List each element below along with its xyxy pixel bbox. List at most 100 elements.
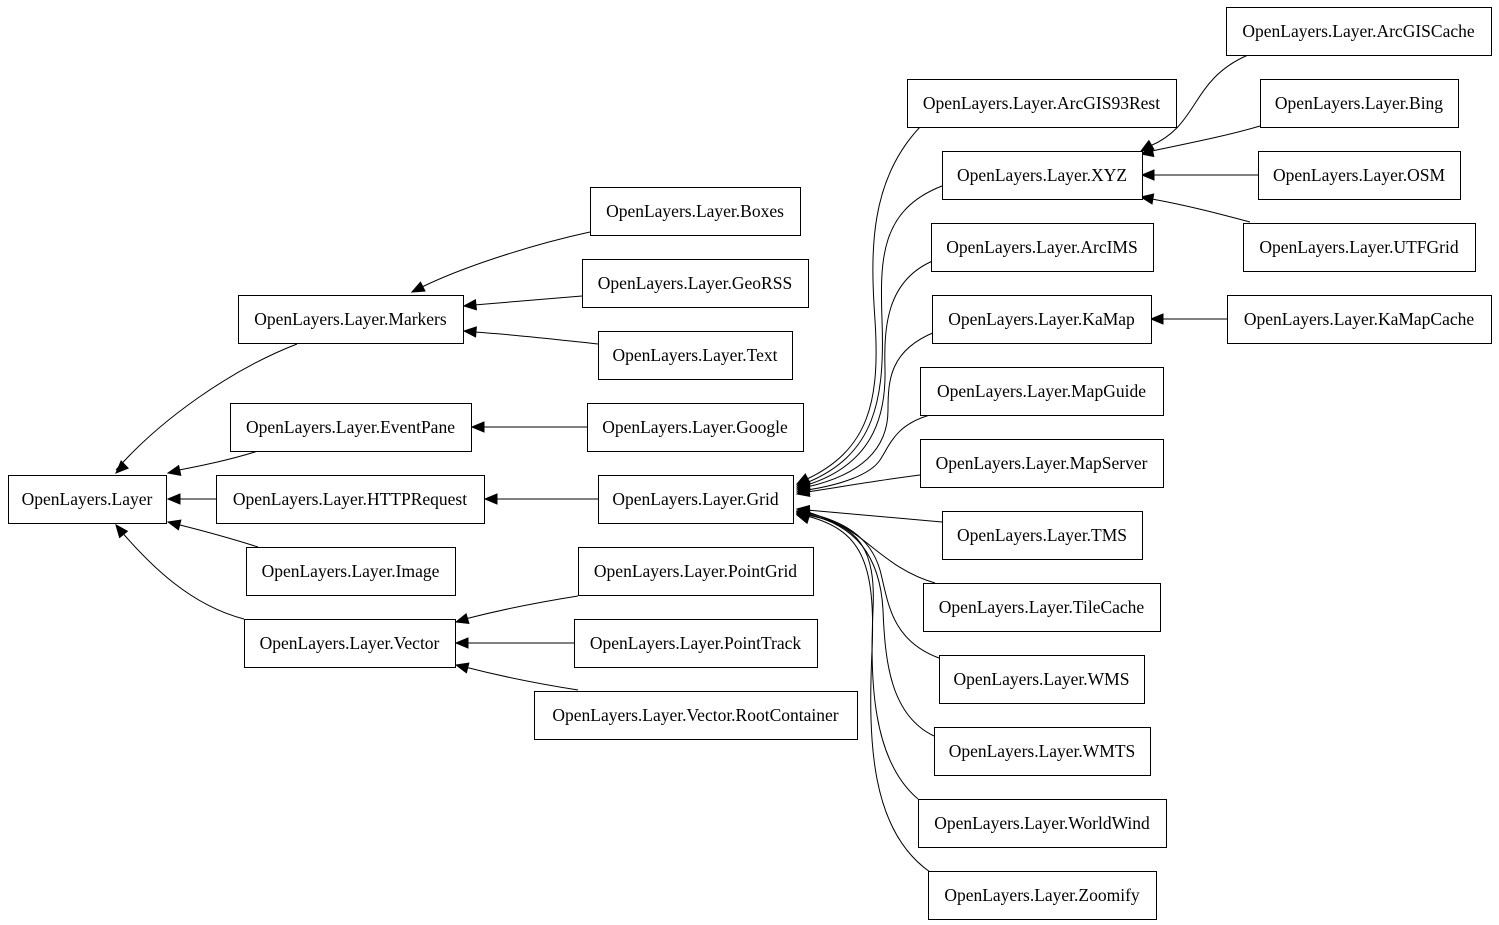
node-box — [934, 727, 1151, 776]
node-label: OpenLayers.Layer.ArcGIS93Rest — [923, 93, 1160, 113]
edge-pointgrid-to-vector — [454, 595, 579, 625]
node-label: OpenLayers.Layer.UTFGrid — [1259, 237, 1458, 257]
edge-kamapcache-to-kamap — [1149, 313, 1227, 325]
nodes-layer: OpenLayers.Layer OpenLayers.Layer.Markers… — [8, 7, 1492, 920]
node-kamapcache: OpenLayers.Layer.KaMapCache — [1227, 295, 1492, 344]
arrow-head — [454, 612, 470, 625]
node-box — [216, 475, 485, 524]
edge-line — [806, 515, 931, 873]
node-label: OpenLayers.Layer.MapServer — [936, 453, 1148, 473]
edge-httprequest-to-layer — [166, 493, 216, 505]
node-box — [598, 475, 794, 524]
node-vector: OpenLayers.Layer.Vector — [244, 619, 456, 668]
edge-line — [806, 259, 936, 486]
node-label: OpenLayers.Layer.Image — [262, 561, 440, 581]
node-kamap: OpenLayers.Layer.KaMap — [932, 295, 1152, 344]
edge-line — [473, 331, 599, 345]
edge-line — [806, 509, 943, 523]
node-label: OpenLayers.Layer.Zoomify — [944, 885, 1140, 905]
node-box — [244, 619, 456, 668]
edge-grid-to-httprequest — [483, 493, 598, 505]
node-box — [1258, 151, 1461, 200]
node-arcgiscache: OpenLayers.Layer.ArcGISCache — [1226, 7, 1492, 56]
arrow-head — [410, 281, 426, 293]
edge-georss-to-markers — [462, 295, 583, 311]
node-label: OpenLayers.Layer.KaMap — [948, 309, 1135, 329]
edge-line — [805, 185, 943, 484]
edge-kamap-to-grid — [795, 331, 936, 492]
node-arcims: OpenLayers.Layer.ArcIMS — [931, 223, 1154, 272]
node-tms: OpenLayers.Layer.TMS — [942, 511, 1143, 560]
node-grid: OpenLayers.Layer.Grid — [598, 475, 794, 524]
edge-line — [119, 529, 245, 620]
node-box — [1243, 223, 1476, 272]
edge-boxes-to-markers — [410, 231, 591, 293]
node-wms: OpenLayers.Layer.WMS — [939, 655, 1145, 704]
edge-line — [173, 450, 259, 472]
node-bing: OpenLayers.Layer.Bing — [1260, 79, 1459, 128]
arrow-head — [1139, 145, 1155, 158]
edge-line — [1151, 125, 1261, 152]
node-box — [590, 187, 801, 236]
node-rootcontainer: OpenLayers.Layer.Vector.RootContainer — [534, 691, 858, 740]
node-label: OpenLayers.Layer.Bing — [1275, 93, 1443, 113]
arrow-head — [483, 493, 498, 505]
node-box — [238, 295, 464, 344]
arrow-head — [166, 493, 181, 505]
edge-bing-to-xyz — [1139, 125, 1261, 158]
arrow-head — [454, 637, 469, 649]
node-google: OpenLayers.Layer.Google — [587, 403, 804, 452]
node-box — [582, 259, 809, 308]
arrow-head — [795, 485, 811, 497]
node-worldwind: OpenLayers.Layer.WorldWind — [918, 799, 1167, 848]
arrow-head — [1139, 193, 1155, 205]
node-tilecache: OpenLayers.Layer.TileCache — [923, 583, 1161, 632]
edge-text-to-markers — [462, 326, 599, 345]
edge-line — [1151, 198, 1251, 223]
node-markers: OpenLayers.Layer.Markers — [238, 295, 464, 344]
arrow-head — [795, 513, 811, 525]
node-xyz: OpenLayers.Layer.XYZ — [942, 151, 1143, 200]
node-zoomify: OpenLayers.Layer.Zoomify — [928, 871, 1157, 920]
node-box — [598, 331, 793, 380]
node-label: OpenLayers.Layer.Google — [602, 417, 788, 437]
edge-wms-to-grid — [795, 508, 940, 659]
edge-utfgrid-to-xyz — [1139, 193, 1251, 223]
node-utfgrid: OpenLayers.Layer.UTFGrid — [1243, 223, 1476, 272]
arrow-head — [462, 299, 478, 311]
node-mapserver: OpenLayers.Layer.MapServer — [920, 439, 1164, 488]
edge-eventpane-to-layer — [166, 450, 259, 476]
node-box — [587, 403, 804, 452]
node-label: OpenLayers.Layer.Text — [613, 345, 778, 365]
arrow-head — [470, 421, 485, 433]
arrow-head — [166, 464, 182, 476]
node-box — [918, 799, 1167, 848]
arrow-head — [462, 326, 477, 338]
node-box — [1226, 7, 1492, 56]
node-mapguide: OpenLayers.Layer.MapGuide — [920, 367, 1164, 416]
edge-line — [806, 414, 931, 491]
node-pointtrack: OpenLayers.Layer.PointTrack — [574, 619, 818, 668]
node-box — [942, 511, 1143, 560]
node-label: OpenLayers.Layer — [22, 489, 153, 509]
edge-arcims-to-grid — [795, 259, 936, 489]
edge-line — [473, 295, 583, 306]
node-label: OpenLayers.Layer.TMS — [957, 525, 1127, 545]
edge-line — [464, 666, 579, 691]
arrow-head — [166, 519, 182, 531]
edge-mapserver-to-grid — [795, 474, 921, 497]
node-label: OpenLayers.Layer.Vector — [260, 633, 440, 653]
node-layer: OpenLayers.Layer — [8, 475, 167, 524]
edge-mapguide-to-grid — [795, 414, 931, 495]
node-box — [534, 691, 858, 740]
edge-zoomify-to-grid — [795, 513, 931, 873]
arrow-head — [1149, 313, 1164, 325]
node-label: OpenLayers.Layer.HTTPRequest — [233, 489, 467, 509]
node-box — [923, 583, 1161, 632]
node-image: OpenLayers.Layer.Image — [246, 547, 456, 596]
node-box — [920, 439, 1164, 488]
node-box — [907, 79, 1177, 128]
edge-google-to-eventpane — [470, 421, 587, 433]
edge-line — [1149, 54, 1249, 147]
